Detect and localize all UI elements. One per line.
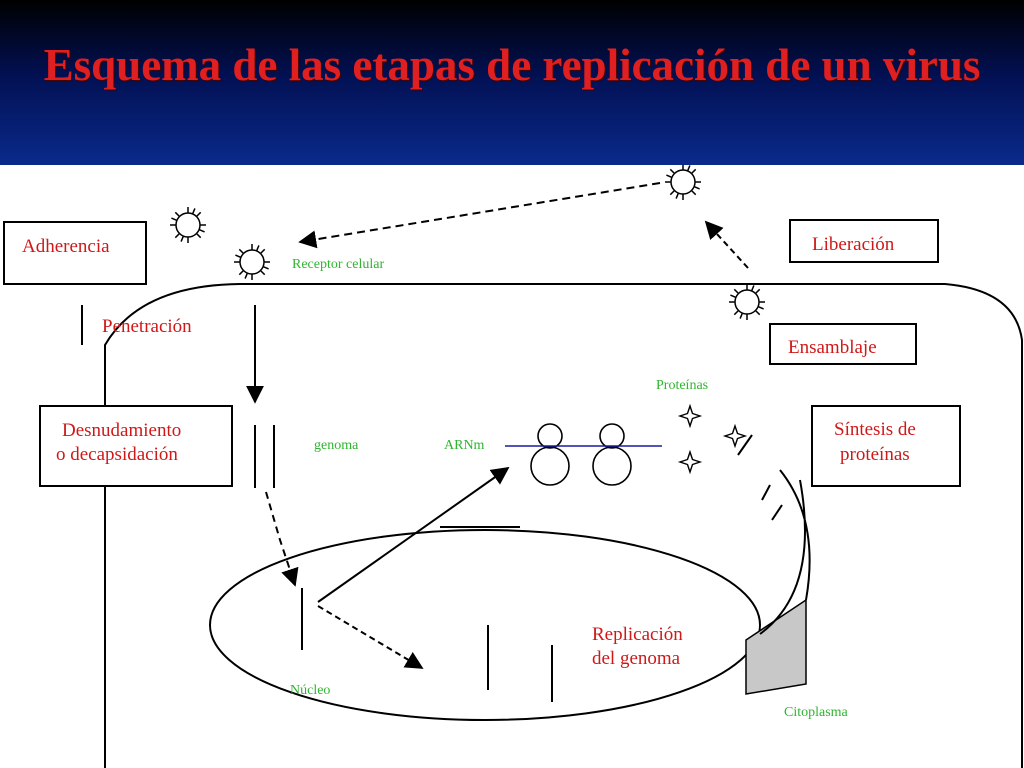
box-adherencia: Adherencia <box>3 221 147 285</box>
label-sintesis-2: proteínas <box>840 444 910 465</box>
cell-membrane <box>104 283 1023 768</box>
nucleus-membrane <box>209 529 761 721</box>
label-ensamblaje: Ensamblaje <box>788 337 877 358</box>
label-penetracion: Penetración <box>102 316 192 337</box>
label-adherencia: Adherencia <box>22 236 110 257</box>
box-desnudamiento: Desnudamiento o decapsidación <box>39 405 233 487</box>
label-replicacion-2: del genoma <box>592 648 681 669</box>
arrow-nucleus-to-mrna <box>317 466 510 603</box>
label-genoma: genoma <box>314 438 359 453</box>
label-citoplasma: Citoplasma <box>784 705 849 720</box>
protein-icon <box>679 405 701 427</box>
label-desnudamiento-2: o decapsidación <box>56 444 178 465</box>
attached-virion-icon <box>233 243 271 281</box>
title-banner: Esquema de las etapas de replicación de … <box>0 0 1024 165</box>
label-proteinas: Proteínas <box>656 378 708 393</box>
box-liberacion: Liberación <box>789 219 939 263</box>
arrow-release-to-receptor <box>298 182 661 249</box>
slide-title: Esquema de las etapas de replicación de … <box>43 40 981 90</box>
protein-icon <box>724 425 746 447</box>
label-liberacion: Liberación <box>812 234 895 255</box>
label-desnudamiento-1: Desnudamiento <box>62 420 181 441</box>
label-sintesis-1: Síntesis de <box>834 419 916 440</box>
budding-virion-icon <box>728 283 766 321</box>
label-replicacion-1: Replicación <box>592 624 683 645</box>
protein-icon <box>679 451 701 473</box>
replication-diagram: Adherencia Liberación Ensamblaje Desnuda… <box>0 165 1024 768</box>
ribosomes-icon <box>530 423 632 486</box>
label-arnm: ARNm <box>444 438 485 453</box>
shaded-pathway <box>745 598 807 695</box>
label-receptor: Receptor celular <box>292 257 384 272</box>
arrow-replication <box>317 605 424 669</box>
arrow-budding-up <box>704 220 749 269</box>
diagram-svg: Adherencia Liberación Ensamblaje Desnuda… <box>3 165 1023 768</box>
released-virion-icon <box>664 165 702 201</box>
free-virion-icon <box>169 206 207 244</box>
genome-strands <box>254 425 553 702</box>
arrow-genome-to-nucleus <box>265 491 299 587</box>
label-nucleo: Núcleo <box>290 683 330 698</box>
box-sintesis: Síntesis de proteínas <box>811 405 961 487</box>
box-ensamblaje: Ensamblaje <box>769 323 917 365</box>
